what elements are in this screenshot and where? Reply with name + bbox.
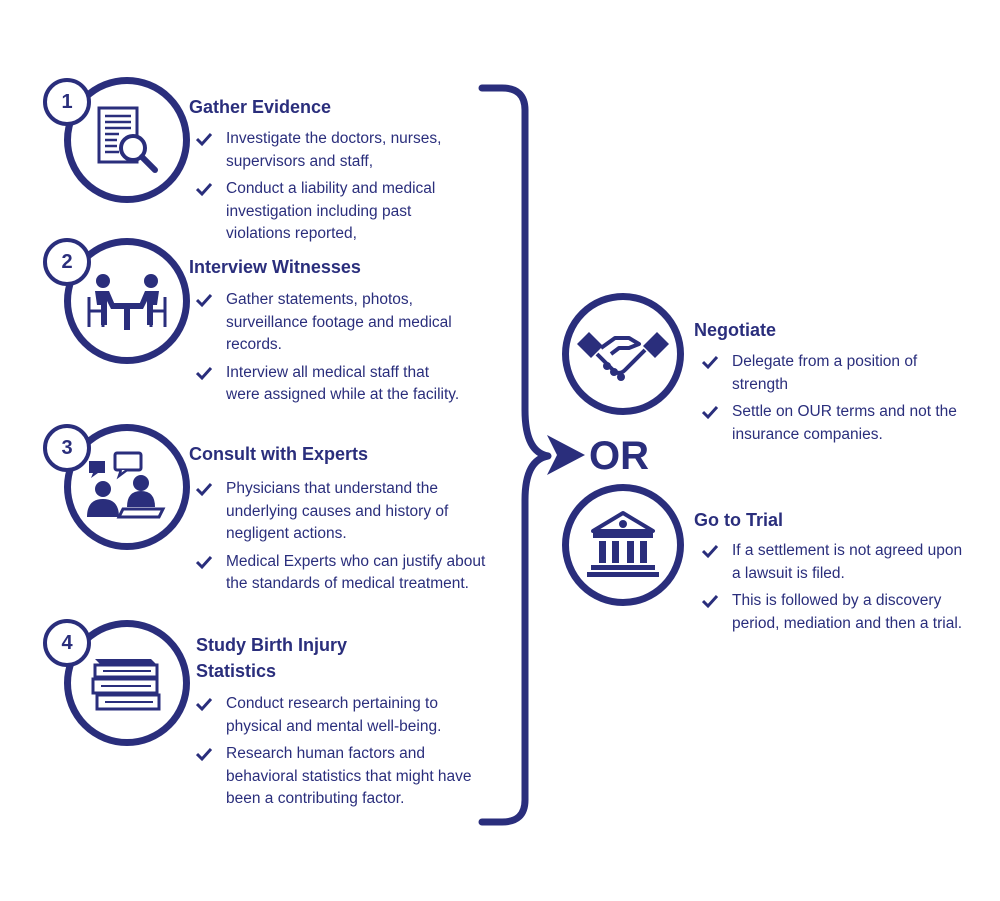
step-3-number: 3 [43, 424, 91, 472]
check-icon [196, 697, 212, 712]
step-4-bullets: Conduct research pertaining to physical … [196, 693, 486, 816]
check-icon [196, 132, 212, 147]
bullet-text: Medical Experts who can justify about th… [226, 552, 486, 593]
list-item: Investigate the doctors, nurses, supervi… [196, 128, 476, 173]
check-icon [196, 366, 212, 380]
bullet-text: Interview all medical staff that were as… [226, 363, 460, 404]
step-4-number: 4 [43, 619, 91, 667]
trial-title: Go to Trial [694, 510, 784, 530]
list-item: Settle on OUR terms and not the insuranc… [702, 401, 962, 446]
negotiate-bullets: Delegate from a position of strength Set… [702, 351, 962, 451]
check-icon [702, 405, 718, 420]
step-1-icon-circle [64, 77, 190, 203]
handshake-icon [577, 332, 669, 381]
bullet-text: This is followed by a discovery period, … [732, 592, 963, 632]
negotiate-title: Negotiate [694, 320, 777, 340]
bullet-text: Investigate the doctors, nurses, supervi… [226, 130, 442, 170]
list-item: Medical Experts who can justify about th… [196, 551, 486, 596]
step-1-number: 1 [43, 78, 91, 126]
check-icon [196, 182, 212, 197]
bullet-text: Delegate from a position of strength [732, 353, 918, 393]
negotiate-icon-circle [562, 293, 684, 415]
check-icon [196, 293, 212, 308]
step-3-bullets: Physicians that understand the underlyin… [196, 478, 486, 601]
trial-icon-circle [562, 484, 684, 606]
list-item: Conduct research pertaining to physical … [196, 693, 486, 738]
step-2-title: Interview Witnesses [189, 257, 361, 277]
bullet-text: Research human factors and behavioral st… [226, 745, 472, 807]
bullet-text: Gather statements, photos, surveillance … [226, 291, 452, 353]
step-2-bullets: Gather statements, photos, surveillance … [196, 289, 466, 412]
document-search-icon [97, 106, 158, 173]
check-icon [702, 355, 718, 370]
check-icon [702, 594, 718, 609]
check-icon [702, 544, 718, 559]
bullet-text: If a settlement is not agreed upon a law… [732, 542, 963, 582]
bullet-text: Physicians that understand the underlyin… [226, 480, 449, 542]
list-item: If a settlement is not agreed upon a law… [702, 540, 964, 585]
check-icon [196, 555, 212, 569]
bullet-text: Conduct research pertaining to physical … [226, 695, 442, 735]
books-icon [91, 659, 161, 711]
list-item: This is followed by a discovery period, … [702, 590, 964, 635]
courthouse-icon [587, 511, 659, 577]
check-icon [196, 747, 212, 762]
list-item: Physicians that understand the underlyin… [196, 478, 486, 546]
trial-bullets: If a settlement is not agreed upon a law… [702, 540, 964, 640]
or-label: OR [589, 434, 649, 478]
list-item: Interview all medical staff that were as… [196, 362, 466, 407]
arrow-right-icon [547, 435, 585, 475]
check-icon [196, 482, 212, 497]
step-4-title: Study Birth Injury Statistics [196, 635, 348, 681]
bullet-text: Settle on OUR terms and not the insuranc… [732, 403, 957, 443]
step-2-icon-circle [64, 238, 190, 364]
list-item: Delegate from a position of strength [702, 351, 962, 396]
step-3-title: Consult with Experts [189, 444, 369, 464]
interview-table-icon [87, 274, 167, 330]
list-item: Gather statements, photos, surveillance … [196, 289, 466, 357]
step-1-title: Gather Evidence [189, 97, 332, 117]
grouping-brace [478, 84, 552, 826]
list-item: Research human factors and behavioral st… [196, 743, 486, 811]
list-item: Conduct a liability and medical investig… [196, 178, 476, 246]
consult-expert-icon [87, 451, 166, 519]
bullet-text: Conduct a liability and medical investig… [226, 180, 436, 242]
step-2-number: 2 [43, 238, 91, 286]
step-1-bullets: Investigate the doctors, nurses, supervi… [196, 128, 476, 251]
